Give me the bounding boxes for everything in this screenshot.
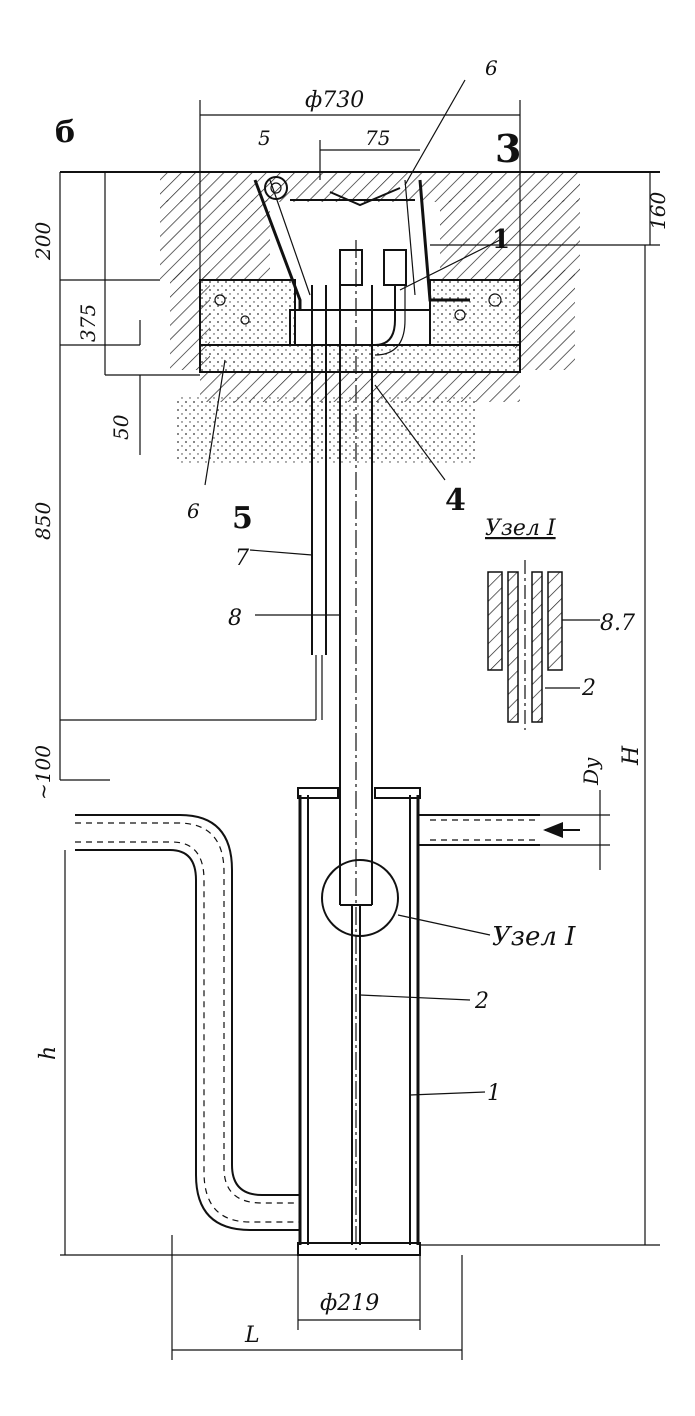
dim-diameter-730: ф730: [305, 88, 364, 113]
view-letter: б: [55, 115, 75, 150]
node-title: Узел I: [485, 516, 557, 541]
pos-6-top: 6: [485, 56, 498, 80]
pos-1: 1: [487, 1081, 501, 1106]
dim-375: 375: [76, 304, 100, 342]
outlet-pipe: [75, 814, 300, 1231]
leader-lines: [204, 79, 501, 1096]
dim-50: 50: [109, 414, 133, 440]
dimension-lines: [59, 100, 660, 1360]
dim-h: h: [36, 1046, 61, 1060]
node-label-2: 2: [581, 676, 596, 701]
note-3: 3: [495, 126, 521, 171]
fittings: [339, 249, 407, 356]
note-1: 1: [492, 225, 510, 255]
pos-7: 7: [235, 546, 249, 571]
dim-850: 850: [31, 502, 55, 540]
main-tube-8: [339, 240, 373, 1250]
dim-100: ~100: [31, 745, 55, 800]
dim-H: H: [619, 745, 644, 766]
note-4: 4: [445, 483, 466, 518]
node-callout: Узел I: [492, 922, 576, 952]
node-detail: [487, 560, 600, 730]
dim-Dy: Dy: [579, 757, 603, 786]
pos-5-top: 5: [258, 126, 271, 150]
dim-L: L: [244, 1323, 260, 1348]
node-i-circle: [321, 859, 399, 937]
vessel-1: [297, 787, 421, 1256]
pos-6-left: 6: [187, 499, 200, 523]
pos-2: 2: [474, 989, 489, 1014]
dim-200: 200: [31, 222, 55, 261]
note-5: 5: [232, 501, 253, 536]
concrete-base: [199, 279, 521, 373]
dim-160: 160: [646, 192, 670, 230]
dim-75: 75: [365, 126, 390, 150]
thermowell-tube-7: [311, 285, 327, 720]
pos-8: 8: [228, 606, 242, 631]
valve-5: [264, 176, 288, 200]
node-label-87: 8.7: [600, 611, 635, 636]
inlet-pipe: [418, 814, 580, 846]
dim-diameter-219: ф219: [320, 1291, 379, 1316]
